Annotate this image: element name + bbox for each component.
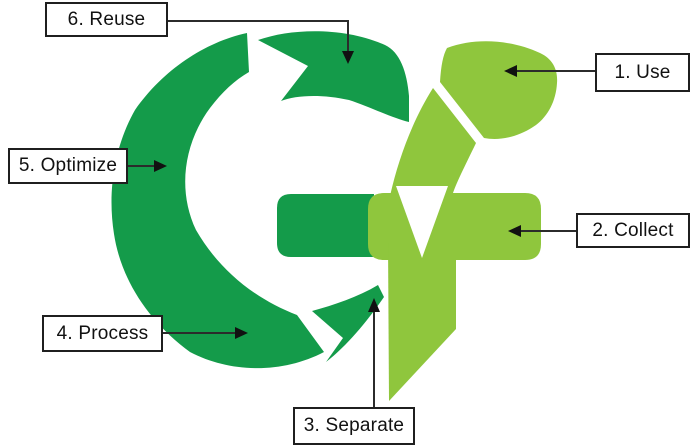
label-text-optimize: 5. Optimize [18, 155, 118, 176]
arrowhead-optimize-right [154, 160, 167, 172]
dark-arc-left-optimize-segment [111, 33, 324, 369]
white-v-notch [396, 186, 448, 258]
light-separate-stem [388, 240, 456, 401]
arrowhead-reuse-down [342, 51, 354, 64]
label-text-reuse: 6. Reuse [67, 8, 146, 30]
dark-arc-top-reuse-segment [258, 31, 409, 122]
connector-lines [128, 20, 595, 407]
label-text-use: 1. Use [614, 61, 671, 83]
arrowhead-separate-up [368, 298, 380, 312]
arrowhead-collect-left [508, 225, 521, 237]
label-box-use: 1. Use [595, 53, 690, 92]
light-swoosh-band [390, 88, 476, 196]
connector-reuse [168, 20, 349, 52]
arrowhead-process-right [235, 327, 248, 339]
label-box-process: 4. Process [42, 315, 163, 352]
label-text-process: 4. Process [56, 322, 149, 344]
light-arc-use-segment [440, 41, 558, 139]
dark-arc-bottom-arrow-segment [312, 285, 384, 362]
label-box-optimize: 5. Optimize [8, 148, 128, 184]
label-box-collect: 2. Collect [576, 213, 690, 248]
label-box-reuse: 6. Reuse [45, 2, 168, 37]
dark-crossbar [277, 194, 374, 257]
label-box-separate: 3. Separate [293, 407, 415, 445]
label-text-collect: 2. Collect [592, 219, 674, 241]
connector-arrowheads [154, 51, 521, 339]
arrowhead-use-left [504, 65, 517, 77]
label-text-separate: 3. Separate [303, 415, 405, 436]
